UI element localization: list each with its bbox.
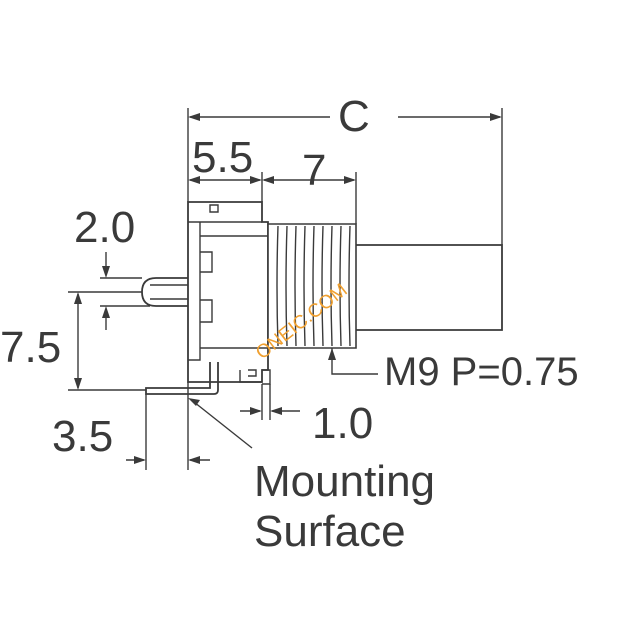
dim-overall-length: C bbox=[187, 92, 503, 245]
mounting-surface-callout: Mounting Surface bbox=[188, 398, 435, 556]
thread-bushing bbox=[267, 223, 357, 349]
dim-flange-thickness: 1.0 bbox=[240, 384, 373, 448]
pin bbox=[141, 277, 188, 307]
dim-7-5-label: 7.5 bbox=[0, 323, 61, 372]
dim-1-0-label: 1.0 bbox=[312, 399, 373, 448]
dim-terminal-offset: 3.5 bbox=[52, 382, 210, 470]
mounting-label-line1: Mounting bbox=[254, 457, 435, 506]
dim-body-thread: 5.5 7 bbox=[188, 133, 357, 224]
thread-callout: M9 P=0.75 bbox=[328, 348, 579, 394]
dim-pin-height: 2.0 bbox=[74, 203, 150, 330]
dim-c-label: C bbox=[338, 92, 370, 141]
dim-5-5-label: 5.5 bbox=[192, 133, 253, 182]
shaft bbox=[356, 244, 503, 331]
dim-pin-offset: 7.5 bbox=[0, 291, 146, 391]
mounting-label-line2: Surface bbox=[254, 507, 406, 556]
dim-3-5-label: 3.5 bbox=[52, 412, 113, 461]
part-outline bbox=[141, 201, 503, 395]
dim-2-0-label: 2.0 bbox=[74, 203, 135, 252]
thread-spec-label: M9 P=0.75 bbox=[384, 350, 579, 394]
terminal bbox=[145, 362, 219, 395]
dim-7-label: 7 bbox=[302, 146, 326, 195]
